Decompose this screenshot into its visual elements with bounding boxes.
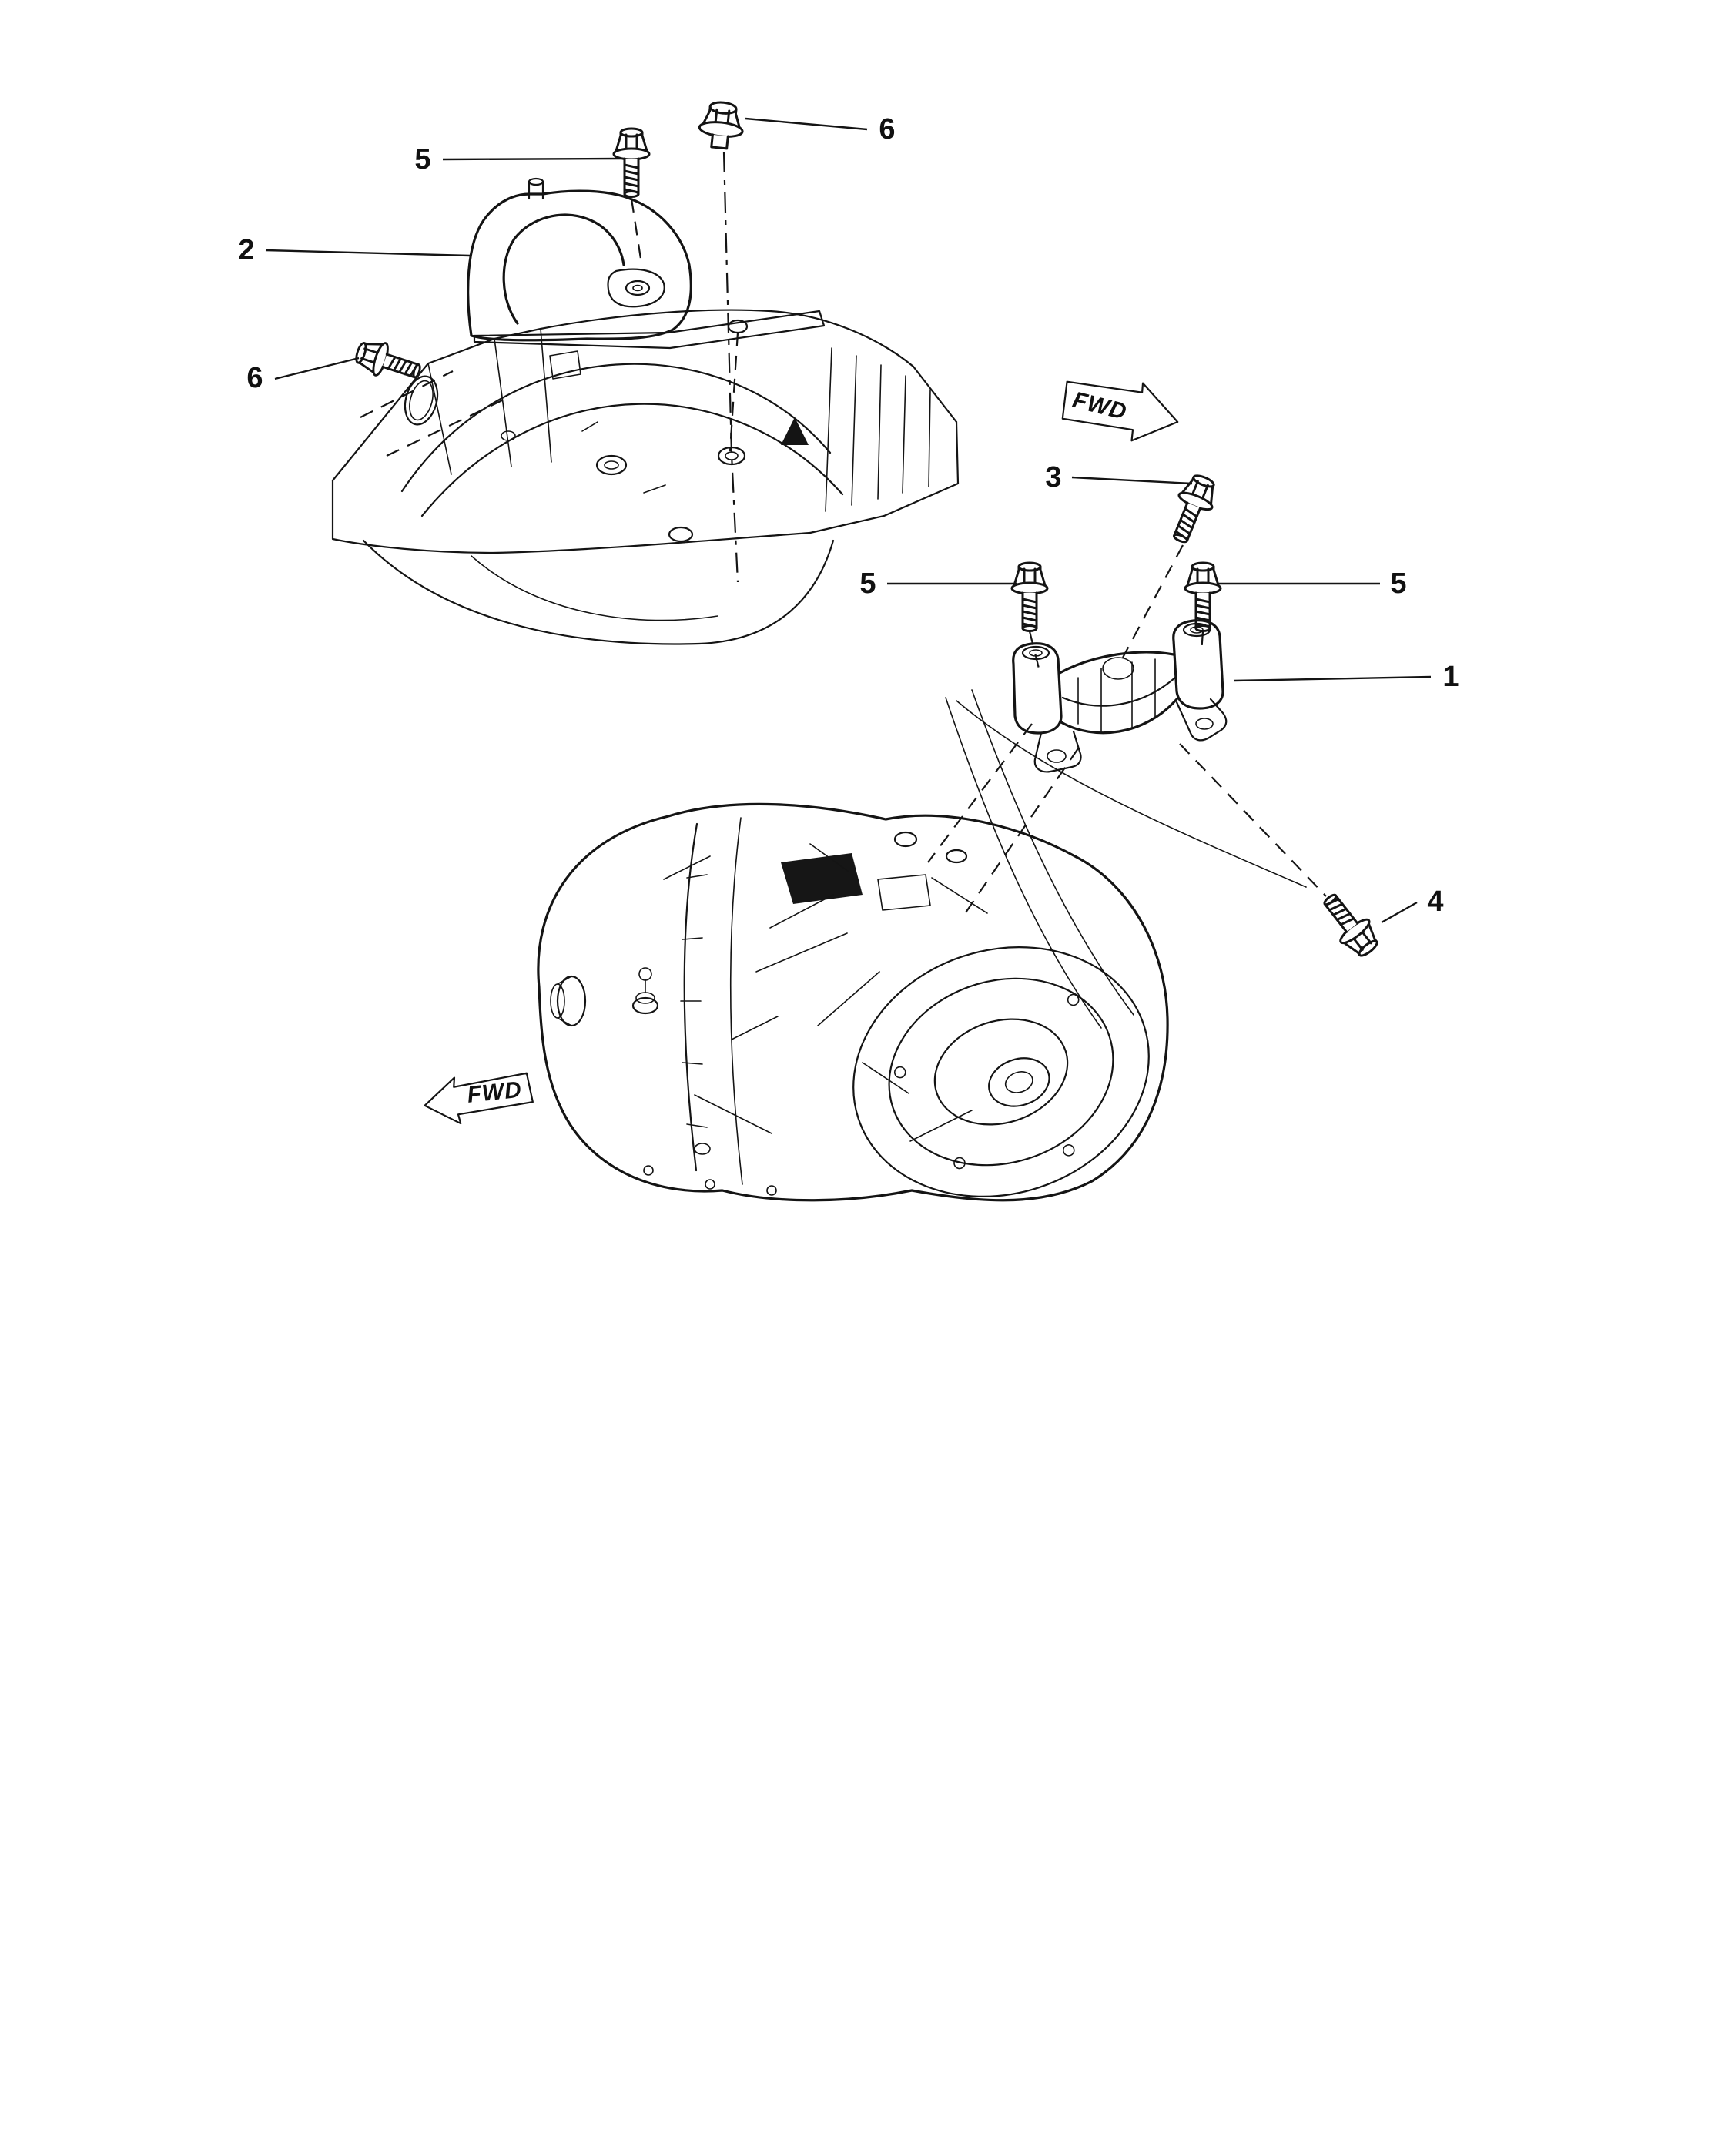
section-break-curves [945, 689, 1307, 1029]
callout-5-right: 5 [1217, 567, 1407, 600]
mount-bracket-part [1012, 619, 1228, 773]
callout-5-top-label: 5 [414, 143, 430, 176]
callout-5-left-label: 5 [859, 567, 876, 600]
callout-5-top: 5 [414, 143, 621, 176]
frame-mount-holes [501, 430, 746, 543]
callout-6-top-label: 6 [879, 113, 895, 146]
fwd-arrow-upper: FWD [1061, 380, 1179, 442]
callout-6-side-label: 6 [246, 362, 263, 394]
callout-4-leader [1381, 901, 1418, 924]
seal-ring [404, 375, 439, 426]
callout-6-top: 6 [745, 113, 896, 146]
body-frame-rail [331, 309, 960, 645]
bolt-axis-lines-top [630, 152, 739, 583]
bell-housing [852, 946, 1150, 1197]
callout-4-label: 4 [1427, 886, 1443, 918]
bolt-6-side [351, 334, 426, 389]
callout-1-label: 1 [1442, 661, 1459, 693]
callout-3-label: 3 [1045, 461, 1061, 494]
bolt-4 [1313, 886, 1386, 964]
callout-2-leader [265, 249, 471, 257]
callout-6-side: 6 [246, 357, 360, 394]
callout-6-side-leader [274, 357, 360, 380]
bolt-5-top [612, 127, 651, 198]
callout-6-top-leader [745, 117, 868, 131]
transmission-part [537, 802, 1169, 1202]
callout-4: 4 [1381, 886, 1444, 924]
engine-mount-part [467, 177, 826, 350]
callout-2: 2 [238, 234, 471, 266]
callout-5-left: 5 [859, 567, 1017, 600]
fwd-arrow-upper-label: FWD [1070, 387, 1130, 425]
callout-1-leader [1233, 675, 1432, 682]
bolt-6-top [696, 99, 747, 152]
fwd-arrow-lower: FWD [424, 1072, 534, 1125]
frame-index-arrow [781, 417, 809, 445]
bolt-5-left [1010, 561, 1049, 632]
callout-5-right-label: 5 [1390, 567, 1406, 600]
callout-1: 1 [1233, 661, 1459, 693]
callout-3-leader [1071, 476, 1193, 485]
fwd-arrow-lower-label: FWD [466, 1077, 523, 1108]
callout-2-label: 2 [238, 234, 254, 266]
transmission-id-plate [781, 853, 862, 904]
callout-3: 3 [1045, 461, 1193, 494]
